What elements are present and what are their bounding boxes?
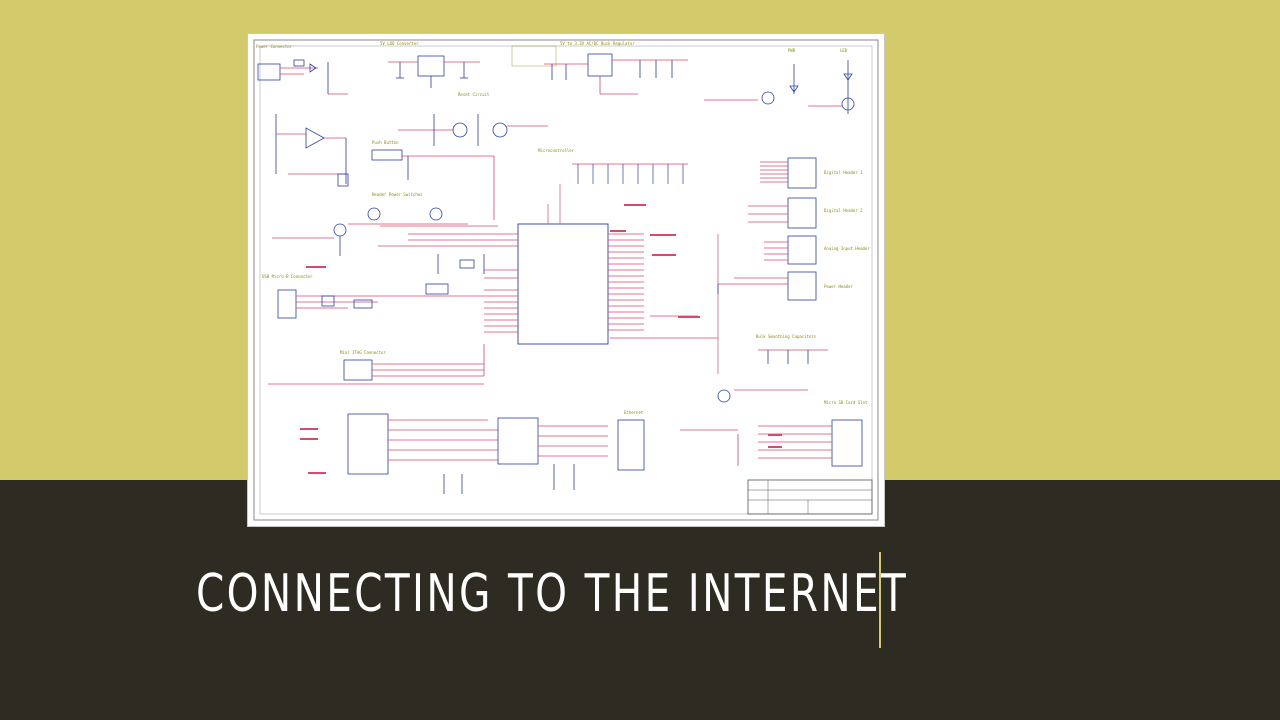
heading-microcontroller: Microcontroller [538,148,575,153]
header-power-switches-block [272,207,498,256]
digital-header-1 [760,157,817,189]
heading-ldo-converter: 5V LDO Converter [380,41,419,46]
heading-mini-jtag: Mini JTAG Connector [340,350,386,355]
usb-micro-b-block [277,289,484,319]
heading-ethernet: Ethernet [624,410,644,415]
heading-analog-input-header: Analog Input Header [824,246,870,251]
heading-push-button: Push Button [372,140,399,145]
schematic-border [253,39,879,521]
heading-digital-header-2: Digital Header 2 [824,208,863,213]
analog-input-header [764,235,817,265]
buck-regulator-block [544,53,688,95]
bulk-caps-block [758,349,828,364]
power-header [717,271,817,301]
heading-buck-regulator: 5V to 3.3V AC/DC Buck Regulator [560,41,635,46]
pwr-led-block [704,60,855,114]
heading-digital-header-1: Digital Header 1 [824,170,863,175]
heading-micro-sd: Micro SD Card Slot [824,400,868,405]
opamp-block [275,114,349,187]
micro-sd-block [680,389,863,467]
schematic-inner-border [259,45,873,515]
heading-power-connector: Power Connector [256,44,293,49]
microcontroller-block [378,163,719,374]
heading-header-power-switches: Header Power Switches [372,192,423,197]
heading-pwr: PWR [788,48,796,53]
reset-circuit-block [398,114,548,146]
net-labels [300,204,782,474]
mini-jtag-block [268,344,485,385]
heading-bulk-capacitors: Bulk Smoothing Capacitors [756,334,817,339]
schematic-title-block [747,479,873,515]
digital-header-2 [748,197,817,229]
slide-title: CONNECTING TO THE INTERNET [196,564,909,624]
power-connector-block [257,59,348,95]
heading-usb-micro-b: USB Micro-B Connector [262,274,313,279]
push-button-block [371,149,495,220]
ethernet-block [347,413,645,494]
crystal-block [425,254,485,295]
schematic-image: Power Connector 5V LDO Converter 5V to 3… [248,34,884,526]
ldo-converter-block [388,45,557,88]
circuit-schematic-diagram: Power Connector 5V LDO Converter 5V to 3… [253,39,879,521]
heading-power-header: Power Header [824,284,853,289]
title-accent-divider [879,552,881,648]
heading-led: LED [840,48,848,53]
heading-reset-circuit: Reset Circuit [458,92,490,97]
